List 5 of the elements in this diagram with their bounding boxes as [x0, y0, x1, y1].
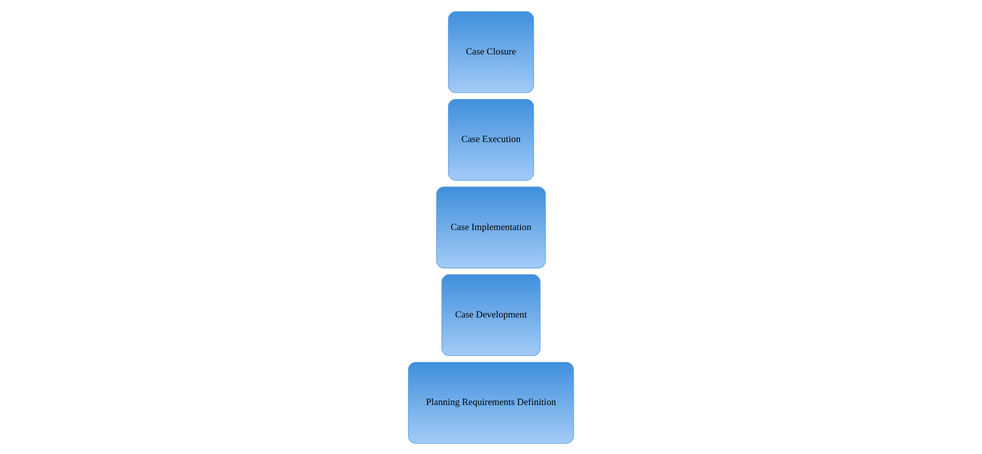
node-box: Case Development: [442, 274, 540, 356]
node-box: Case Implementation: [436, 186, 546, 268]
node-box: Case Execution: [448, 98, 534, 180]
node-box: Planning Requirements Definition: [408, 361, 574, 444]
node-box: Case Closure: [448, 10, 534, 93]
